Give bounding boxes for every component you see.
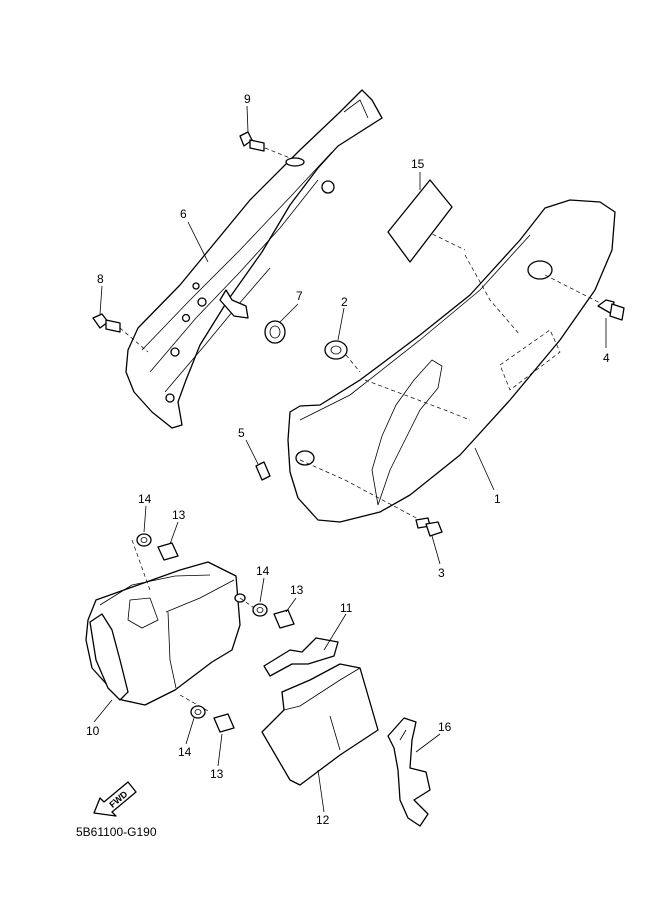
diagram-code: 5B61100-G190 [76,825,157,839]
callout-13-c: 13 [210,767,224,781]
callout-6: 6 [180,207,187,221]
callout-5: 5 [238,426,245,440]
callout-14-c: 14 [178,745,192,759]
bolt-part-13-a [157,542,179,561]
bolt-part-3 [415,517,443,537]
collar-part-5 [255,461,271,481]
sheet-part-11 [263,637,339,677]
bolt-part-8 [92,313,149,353]
callout-14-a: 14 [138,492,152,506]
leader-lines [93,105,607,813]
callout-4: 4 [603,351,610,365]
callout-13-b: 13 [290,583,304,597]
fwd-arrow-icon: FWD [93,781,137,817]
callout-numbers: 1 2 3 4 5 6 7 8 9 10 11 12 13 13 13 14 1… [86,92,610,827]
washer-part-14-c [190,705,206,719]
callout-11: 11 [340,601,353,615]
bolt-part-13-b [273,609,295,629]
callout-2: 2 [341,295,348,309]
frame-cover-part-6 [125,89,383,429]
band-part-16 [387,717,431,827]
washer-part-14-b [252,603,268,617]
callout-1: 1 [494,492,501,506]
callout-9: 9 [244,92,251,106]
bolt-part-4 [597,299,625,321]
callout-14-b: 14 [256,564,270,578]
battery-box-part-10 [85,539,261,713]
callout-10: 10 [86,724,100,738]
tray-part-12 [261,663,379,786]
callout-16: 16 [438,720,452,734]
callout-8: 8 [97,272,104,286]
callout-13-a: 13 [172,508,186,522]
bolt-part-13-c [213,713,235,733]
label-part-15 [387,179,453,263]
callout-7: 7 [296,289,303,303]
grommet-part-2 [324,340,361,373]
callout-12: 12 [316,813,330,827]
side-cover-part-1 [287,199,616,523]
bolt-part-9 [239,131,291,159]
grommet-part-7 [219,289,286,344]
callout-3: 3 [438,566,445,580]
washer-part-14-a [136,533,152,547]
callout-15: 15 [411,157,425,171]
